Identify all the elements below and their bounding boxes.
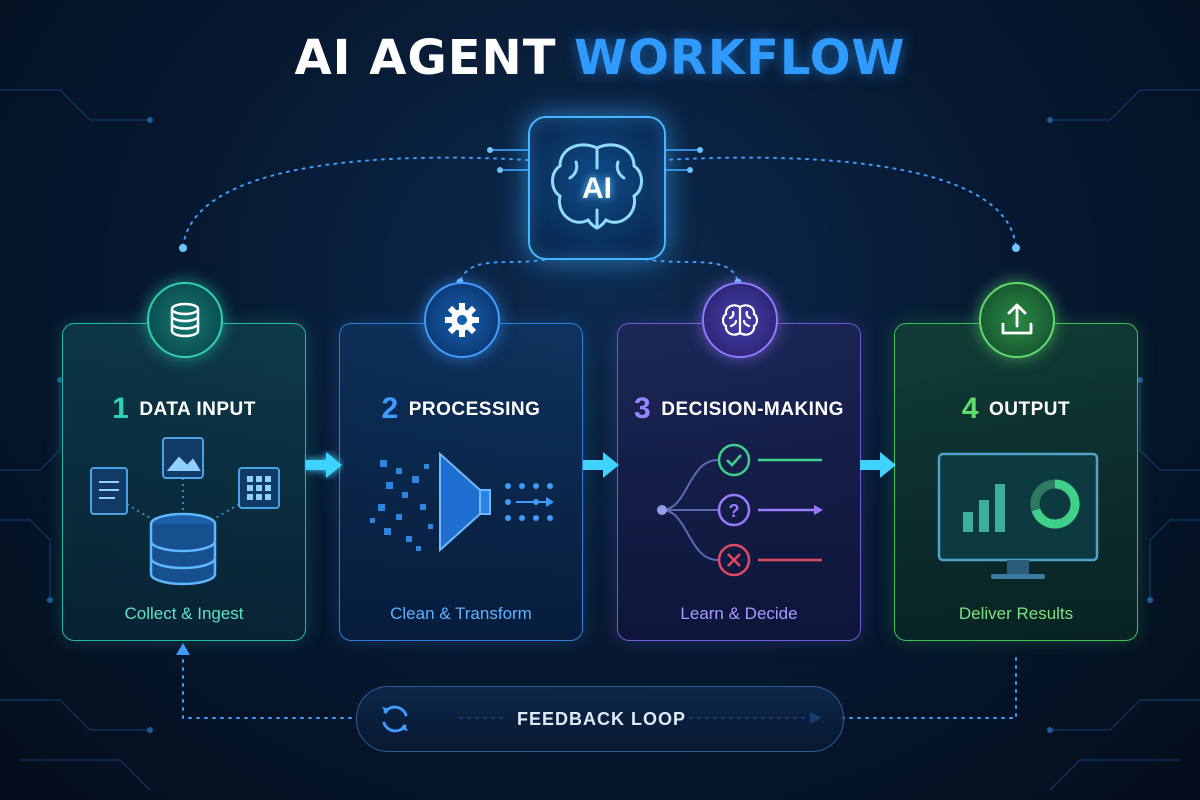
data-sources-illustration [90,437,280,586]
step-subtitle: Learn & Decide [680,604,798,623]
step-number: 3 [634,392,652,425]
step-number: 4 [961,392,980,425]
database-icon [147,282,223,358]
upload-icon [979,282,1055,358]
step-heading: 1 DATA INPUT [63,392,305,426]
step-card-decision-making: 3 DECISION-MAKING ? Learn & Decide [617,323,861,641]
diagram-title: AI AGENT WORKFLOW [0,30,1200,86]
monitor-illustration [937,452,1099,579]
step-heading: 2 PROCESSING [340,392,582,426]
feedback-label: FEEDBACK LOOP [517,709,687,729]
brain-icon [702,282,778,358]
step-title: OUTPUT [989,399,1071,420]
step-heading: 4 OUTPUT [895,392,1137,426]
step-title: PROCESSING [408,399,541,420]
step-card-output: 4 OUTPUT Deliver Results [894,323,1138,641]
arrow-right-icon [583,452,619,478]
step-subtitle: Collect & Ingest [124,604,244,623]
check-icon [717,443,751,477]
funnel-illustration [370,451,554,553]
feedback-loop: FEEDBACK LOOP [356,686,844,752]
step-subtitle: Deliver Results [958,604,1074,623]
title-part-1: AI AGENT [294,30,557,86]
step-heading: 3 DECISION-MAKING [618,392,860,426]
decision-tree-illustration: ? [657,443,823,577]
gear-icon [424,282,500,358]
step-title: DATA INPUT [139,399,256,420]
arrow-right-icon [860,452,896,478]
step-card-processing: 2 PROCESSING Clean & Transform [339,323,583,641]
brain-icon [551,143,643,230]
step-number: 2 [381,392,399,425]
cross-icon [717,543,751,577]
step-card-data-input: 1 DATA INPUT Collect & Ingest [62,323,306,641]
title-part-2: WORKFLOW [574,30,906,86]
refresh-icon [382,705,408,733]
svg-text:?: ? [729,501,740,521]
ai-label: AI [582,172,612,205]
step-number: 1 [112,392,130,425]
ai-hub: AI [528,116,666,260]
arrow-right-icon [306,452,342,478]
step-title: DECISION-MAKING [661,399,844,420]
step-subtitle: Clean & Transform [390,604,532,623]
question-icon [717,493,751,527]
